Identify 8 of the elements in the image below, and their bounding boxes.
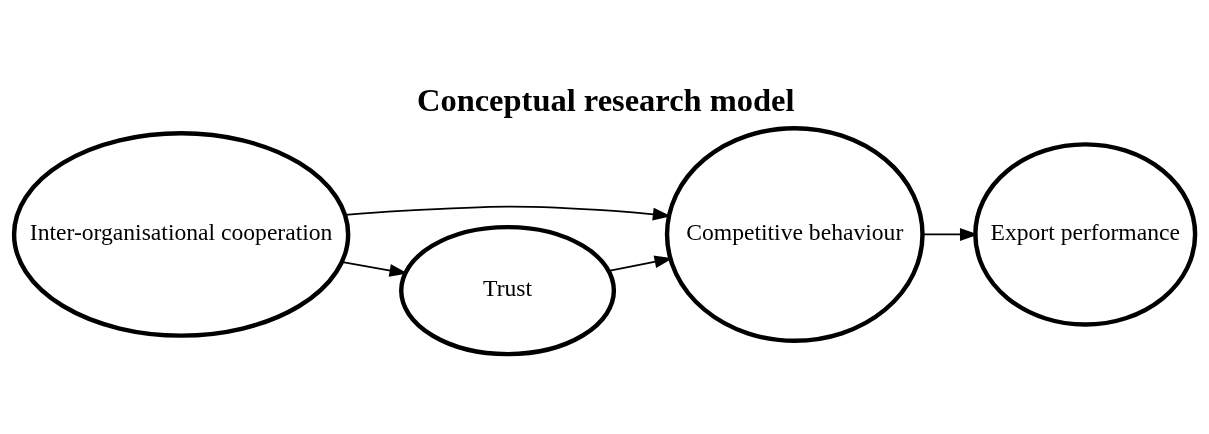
node-ellipse: Competitive behaviour — [664, 125, 925, 343]
arrow — [607, 255, 673, 272]
arrow — [921, 227, 979, 241]
node-ellipse: Trust — [399, 224, 617, 356]
node-ellipse: Export performance — [973, 141, 1198, 327]
arrow — [341, 260, 408, 277]
node-ellipse: Inter-organisational cooperation — [11, 130, 351, 338]
diagram-title: Conceptual research model — [416, 81, 795, 118]
